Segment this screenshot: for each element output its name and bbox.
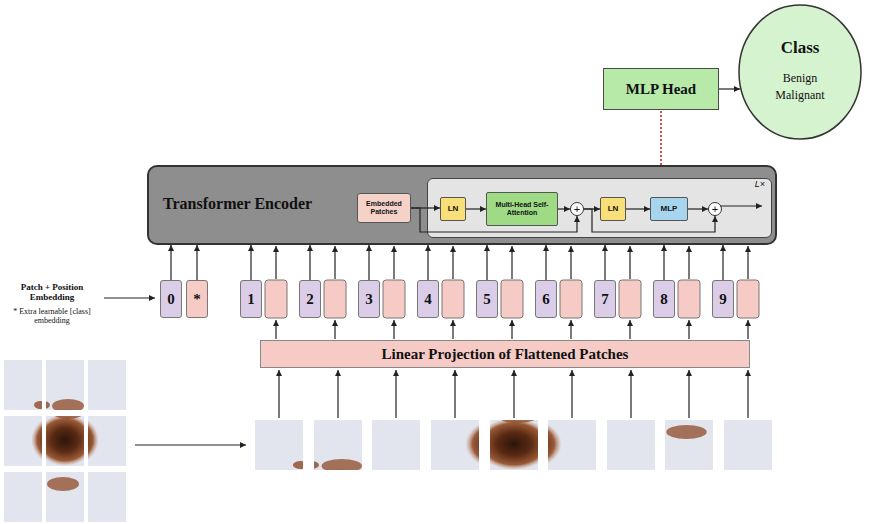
flow-arrow — [604, 245, 605, 280]
node-label: 9 — [719, 291, 727, 308]
output-arrow — [720, 205, 762, 206]
node-label: 5 — [483, 291, 491, 308]
node-label: Linear Projection of Flattened Patches — [382, 346, 629, 363]
norm-box: LN — [440, 197, 466, 221]
flow-arrow — [584, 209, 715, 232]
position-token: 5 — [476, 280, 498, 318]
block-frame: L× LN Multi-Head Self-Attention + LN MLP + — [427, 178, 772, 238]
encoder-band: Transformer Encoder Embedded Patches L× LN M… — [147, 165, 777, 245]
node-label: + — [574, 204, 580, 215]
position-token: 8 — [653, 280, 675, 318]
flow-arrow — [486, 245, 487, 280]
position-token: 9 — [712, 280, 734, 318]
flow-arrow — [411, 208, 577, 232]
label-holder: Patch + Position Embedding — [6, 283, 98, 303]
node-text: Benign — [783, 72, 818, 85]
node-label: 4 — [424, 291, 432, 308]
position-token: 4 — [417, 280, 439, 318]
node-label: LN — [608, 205, 619, 214]
node-label: Embedded Patches — [358, 200, 410, 215]
flow-arrow — [545, 245, 546, 280]
node-label: 2 — [306, 291, 314, 308]
attention-box: Multi-Head Self-Attention — [486, 192, 558, 226]
flow-arrow — [558, 208, 570, 209]
flow-arrow — [250, 245, 251, 280]
node-label: 8 — [660, 291, 668, 308]
node-label: * — [193, 291, 201, 308]
position-token: 1 — [240, 280, 262, 318]
class-token: * — [186, 280, 208, 318]
flow-arrow — [196, 245, 197, 280]
node-label: 6 — [542, 291, 550, 308]
embedded-box: Embedded Patches — [357, 193, 411, 223]
node-label: 0 — [167, 291, 175, 308]
node-text: Malignant — [775, 89, 824, 102]
position-token: 3 — [358, 280, 380, 318]
node-label: MLP — [661, 205, 678, 214]
node-label: 7 — [601, 291, 609, 308]
node-label: L× — [755, 180, 765, 190]
sum-circle: + — [708, 202, 722, 216]
flow-arrow — [584, 208, 600, 209]
flow-arrow — [427, 245, 428, 280]
embedding-boxes — [265, 280, 759, 318]
node-label: Multi-Head Self-Attention — [487, 201, 557, 216]
mlp-head-box: MLP Head — [603, 68, 719, 110]
projection-band: Linear Projection of Flattened Patches — [260, 340, 750, 368]
flow-arrow — [368, 245, 369, 280]
patch-grid — [4, 360, 126, 522]
norm-box: LN — [600, 197, 626, 221]
node-label: 3 — [365, 291, 373, 308]
node-label: Class — [781, 39, 820, 58]
flow-arrow — [722, 245, 723, 280]
flow-arrow — [663, 245, 664, 280]
node-label: Transformer Encoder — [163, 195, 312, 213]
flow-arrow — [626, 208, 650, 209]
embedding-caption: Patch + Position Embedding — [6, 283, 98, 303]
position-token: 6 — [535, 280, 557, 318]
flow-arrow — [411, 207, 440, 208]
sum-circle: + — [570, 202, 584, 216]
node-label: + — [712, 204, 718, 215]
label-holder: * Extra learnable [class] embedding — [6, 308, 98, 326]
position-token: 7 — [594, 280, 616, 318]
class-token-note: * Extra learnable [class] embedding — [6, 308, 98, 326]
node-label: LN — [448, 205, 459, 214]
position-token: 2 — [299, 280, 321, 318]
dotted-link — [660, 110, 662, 165]
position-token: 0 — [160, 280, 182, 318]
mlp-box: MLP — [650, 197, 688, 221]
flow-arrow — [309, 245, 310, 280]
flow-arrow — [466, 208, 486, 209]
flow-arrow — [719, 88, 740, 89]
patch-sequence — [255, 320, 772, 524]
flow-arrow — [688, 208, 708, 209]
class-circle: ClassBenignMalignant — [738, 4, 862, 140]
node-label: MLP Head — [626, 81, 696, 98]
flow-arrow — [170, 245, 171, 280]
node-label: 1 — [247, 291, 255, 308]
